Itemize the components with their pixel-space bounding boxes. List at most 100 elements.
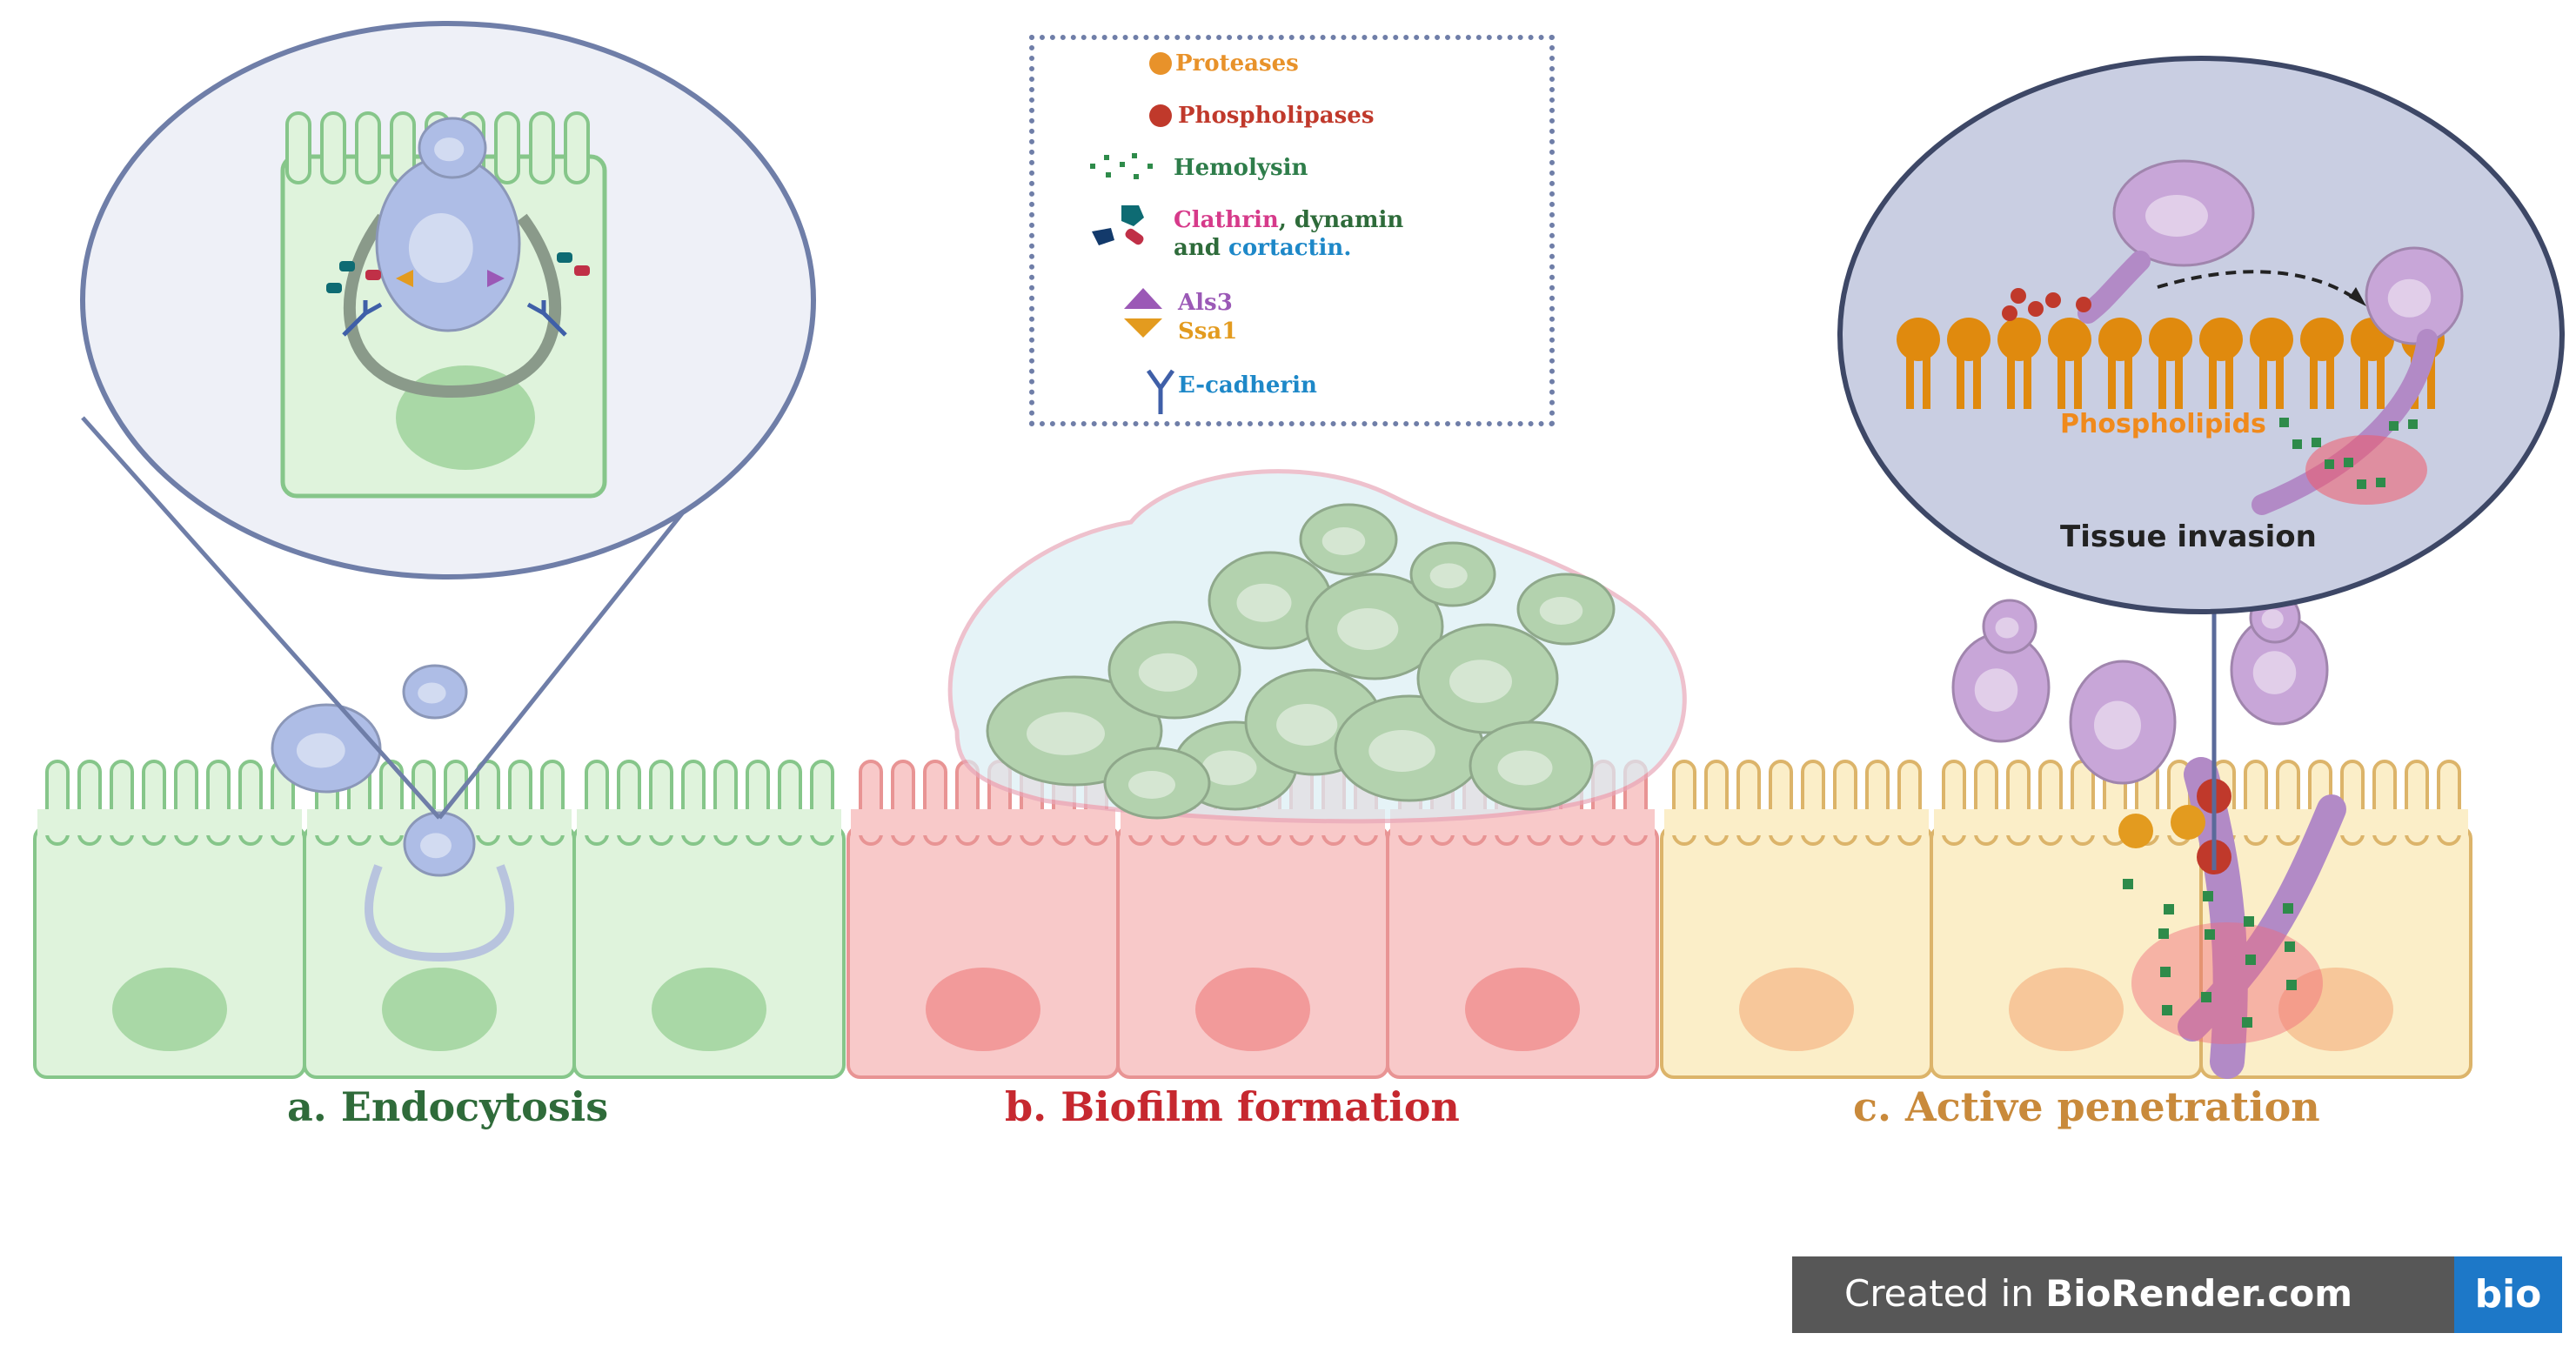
candida-hyphal-cell: [2069, 660, 2177, 785]
invasion-zoom-inset: [1837, 56, 2565, 614]
candida-bud: [402, 664, 468, 720]
legend-text: Phospholipases: [1178, 103, 1375, 129]
als3-icon: [1121, 286, 1165, 316]
yeast-vacuole: [1138, 653, 1198, 692]
tissue-invasion-label: Tissue invasion: [2060, 519, 2317, 554]
phospholipid-tail: [1973, 357, 1981, 409]
cell-nucleus: [112, 968, 227, 1051]
phospholipid-tail: [2074, 357, 2082, 409]
legend-text: Ssa1: [1178, 318, 1238, 345]
phospholipid-tail: [2124, 357, 2132, 409]
clathrin-dynamin-cortactin: [339, 261, 355, 271]
als3-marker: [487, 270, 505, 287]
hemolysin-particle: [2201, 992, 2211, 1002]
endocytic-pocket: [364, 864, 515, 962]
phospholipid-tail: [2108, 357, 2116, 409]
legend-text: and: [1174, 235, 1228, 261]
yeast-vacuole: [1429, 563, 1468, 589]
panel-label: c. Active penetration: [1853, 1083, 2320, 1130]
cell-apex: [1934, 809, 2198, 835]
zoom-connector: [81, 416, 441, 820]
phospholipid-tail: [2427, 357, 2435, 409]
biofilm-yeast: [1416, 623, 1559, 734]
badge-text: Created in BioRender.com: [1844, 1272, 2352, 1315]
yeast-vacuole: [2145, 195, 2208, 237]
cell-nucleus: [926, 968, 1040, 1051]
yeast-vacuole: [2261, 609, 2284, 629]
phospholipid-tail: [2310, 357, 2318, 409]
zoom-hemolysin: [2389, 421, 2399, 431]
cell-nucleus: [1739, 968, 1854, 1051]
legend-row: Als3: [1178, 290, 1233, 316]
badge-prefix: Created in: [1844, 1272, 2046, 1315]
clathrin-dynamin-cortactin: [557, 252, 572, 263]
secreted-enzyme: [2118, 814, 2153, 848]
zoom-candida-bud: [418, 117, 487, 179]
yeast-vacuole: [1027, 712, 1105, 755]
endocytosis-zoom-inset: [80, 21, 816, 820]
legend-row: E-cadherin: [1178, 372, 1317, 399]
hemolysin-particle: [2164, 904, 2174, 914]
legend-row: Clathrin, dynamin: [1174, 207, 1403, 233]
phospholipid-head: [1897, 318, 1940, 361]
yeast-vacuole: [434, 137, 465, 162]
e-cadherin-marker: [342, 300, 383, 337]
ssa1-icon: [1121, 315, 1165, 345]
yeast-vacuole: [1368, 730, 1435, 772]
phospholipid-tail: [2007, 357, 2015, 409]
e-cadherin-marker: [526, 300, 567, 337]
phospholipid-tail: [2259, 357, 2267, 409]
hemolysin-particle: [2244, 916, 2254, 927]
arrow-head: [2349, 287, 2366, 306]
yeast-vacuole: [2094, 700, 2141, 750]
legend-row: and cortactin.: [1174, 235, 1351, 261]
zoom-hemolysin: [2325, 459, 2334, 469]
phospholipase-icon: [1146, 101, 1175, 134]
cell-apex: [1664, 809, 1929, 835]
yeast-vacuole: [1539, 597, 1583, 625]
hemolysin-particle: [2242, 1017, 2252, 1028]
phospholipids-label: Phospholipids: [2060, 409, 2266, 439]
panel-label: b. Biofilm formation: [1005, 1083, 1460, 1130]
clathrin-dynamin-cortactin: [574, 265, 590, 276]
legend-row: Proteases: [1175, 50, 1299, 77]
e-cadherin-icon: [1143, 365, 1178, 421]
zoom-penetrating-yeast: [2365, 246, 2464, 345]
legend-text: cortactin.: [1228, 235, 1352, 261]
yeast-vacuole: [1337, 608, 1399, 650]
biorender-badge[interactable]: Created in BioRender.com bio: [1792, 1256, 2562, 1333]
phospholipid-tail: [1957, 357, 1964, 409]
biofilm-cluster: [947, 469, 1687, 824]
clathrin-icon: [1087, 202, 1165, 258]
biofilm-yeast: [1469, 720, 1594, 811]
cell-apex: [577, 809, 841, 835]
yeast-vacuole: [418, 682, 446, 704]
zoom-microvillus: [320, 111, 346, 184]
cell-nucleus: [2278, 968, 2393, 1051]
legend-text: Clathrin: [1174, 207, 1279, 233]
phospholipid-head: [2250, 318, 2293, 361]
cell-nucleus: [1465, 968, 1580, 1051]
biofilm-yeast: [1107, 620, 1241, 720]
phospholipid-tail: [2225, 357, 2233, 409]
legend-row: Phospholipases: [1178, 103, 1374, 129]
yeast-vacuole: [1995, 617, 2019, 639]
badge-brand: BioRender.com: [2045, 1272, 2352, 1315]
yeast-vacuole: [420, 833, 452, 859]
phospholipid-tail: [2158, 357, 2166, 409]
hemolysin-particle: [2123, 879, 2133, 889]
yeast-vacuole: [408, 213, 473, 283]
phospholipid-tail: [2024, 357, 2031, 409]
zoom-hemolysin: [2312, 438, 2321, 447]
yeast-vacuole: [1201, 750, 1257, 786]
internalized-yeast: [403, 811, 476, 877]
phospholipase-dot: [2028, 301, 2044, 317]
cell-nucleus: [2009, 968, 2124, 1051]
zoom-hemolysin: [2376, 478, 2385, 487]
penetration-hyphae: [1951, 592, 2346, 1079]
zoom-hypha: [2078, 251, 2151, 324]
cell-apex: [37, 809, 302, 835]
cell-nucleus: [1195, 968, 1310, 1051]
